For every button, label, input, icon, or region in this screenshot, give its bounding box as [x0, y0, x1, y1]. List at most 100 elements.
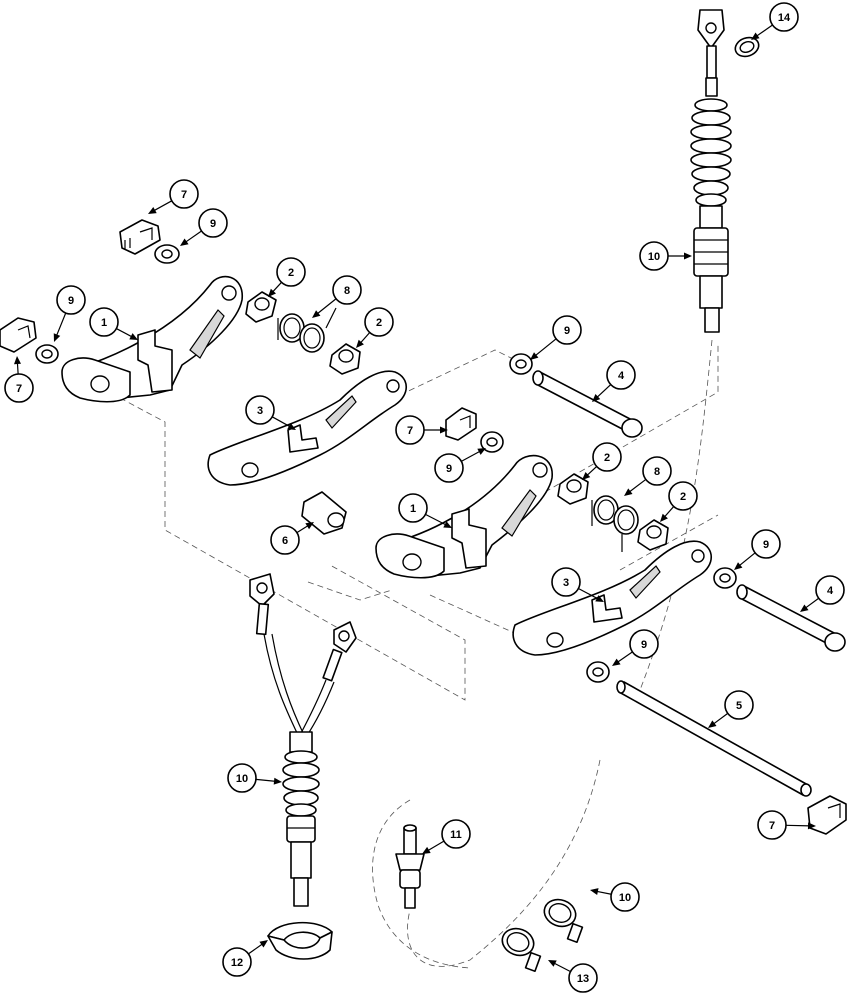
callout-leader-line — [712, 712, 729, 725]
callout-number: 2 — [288, 267, 294, 279]
control-cable-upper — [690, 9, 732, 333]
callout-circle — [642, 456, 672, 486]
callout-circle — [245, 395, 275, 425]
callout-circle — [551, 567, 581, 597]
callout-6: 6 — [270, 522, 314, 555]
hose-clamp — [543, 898, 584, 944]
callout-circle — [552, 315, 582, 345]
callout-leader-line — [359, 332, 371, 344]
callout-arrowhead — [708, 720, 717, 728]
callout-arrowhead — [273, 777, 282, 785]
callout-7: 7 — [395, 415, 448, 445]
callout-leader-line — [55, 312, 67, 337]
callout-10: 10 — [639, 241, 692, 271]
callout-leader-line — [755, 24, 773, 38]
callout-10: 10 — [227, 763, 282, 793]
callout-2: 2 — [268, 257, 306, 297]
callout-circle — [270, 525, 300, 555]
callout-9: 9 — [530, 315, 582, 360]
selector-shaft — [616, 680, 812, 797]
control-cable-lower — [249, 573, 357, 907]
callout-leader-line — [271, 281, 282, 293]
callout-leader-line — [316, 298, 337, 315]
callout-number: 11 — [450, 829, 462, 841]
callout-circle — [606, 360, 636, 390]
callout-circle — [668, 481, 698, 511]
cable-boot-bellows — [690, 98, 732, 207]
callout-arrowhead — [305, 522, 314, 530]
bushing — [245, 291, 277, 323]
callout-number: 2 — [376, 317, 382, 329]
callout-circle — [169, 179, 199, 209]
callout-number: 7 — [407, 425, 413, 437]
callout-number: 13 — [577, 973, 589, 985]
callout-number: 9 — [446, 463, 452, 475]
callout-leader-line — [595, 890, 612, 895]
callout-number: 10 — [619, 892, 631, 904]
callout-circle — [757, 810, 787, 840]
callout-7: 7 — [4, 356, 34, 403]
callout-arrowhead — [422, 846, 431, 854]
callout-circle — [441, 819, 471, 849]
callout-2: 2 — [356, 307, 394, 348]
callout-number: 2 — [604, 452, 610, 464]
callout-circle — [4, 373, 34, 403]
callout-3: 3 — [245, 395, 296, 430]
callout-leader-line — [578, 587, 599, 600]
callout-arrowhead — [800, 604, 809, 612]
callout-2: 2 — [582, 442, 622, 480]
callout-arrowhead — [443, 521, 452, 528]
callout-5: 5 — [708, 690, 754, 728]
callout-number: 8 — [344, 285, 350, 297]
callout-leader-line — [628, 478, 647, 493]
callout-14: 14 — [751, 2, 799, 40]
callout-leader-line — [553, 962, 571, 973]
callout-9: 9 — [434, 448, 486, 483]
callout-circle — [398, 493, 428, 523]
callout-8: 8 — [312, 275, 362, 318]
callout-leader-line — [426, 840, 445, 852]
callout-circle — [639, 241, 669, 271]
hose-clamp — [501, 927, 542, 973]
callout-arrowhead — [530, 352, 539, 360]
callout-8: 8 — [624, 456, 672, 496]
callout-leader-line — [616, 651, 633, 664]
callout-arrowhead — [14, 356, 21, 365]
callout-circle — [592, 442, 622, 472]
callout-number: 10 — [648, 251, 660, 263]
callout-circle — [568, 963, 598, 993]
callout-arrowhead — [612, 658, 621, 666]
callout-13: 13 — [548, 960, 598, 993]
callout-number: 7 — [769, 820, 775, 832]
callout-circle — [332, 275, 362, 305]
callout-arrowhead — [180, 238, 189, 246]
callout-number: 2 — [680, 491, 686, 503]
callout-circle — [198, 208, 228, 238]
callout-leader-line — [663, 506, 675, 518]
callout-circle — [769, 2, 799, 32]
callout-number: 5 — [736, 700, 742, 712]
callout-number: 9 — [68, 295, 74, 307]
callout-circle — [276, 257, 306, 287]
callout-arrowhead — [356, 339, 364, 348]
selector-lever-lower — [512, 540, 713, 656]
callout-number: 3 — [563, 577, 569, 589]
pivot-pin-lower — [736, 584, 846, 652]
callout-number: 9 — [210, 218, 216, 230]
lever-arm-lower — [375, 454, 553, 579]
callout-12: 12 — [222, 940, 268, 977]
cable-boot-bellows — [282, 750, 320, 817]
torsion-spring — [277, 307, 337, 353]
bushing — [557, 473, 589, 505]
callout-number: 14 — [778, 12, 791, 24]
callout-leader-line — [586, 466, 598, 477]
callout-number: 4 — [827, 585, 834, 597]
callout-9: 9 — [734, 529, 781, 570]
callout-arrowhead — [590, 888, 599, 896]
callout-leader-line — [271, 416, 292, 428]
callout-number: 9 — [763, 539, 769, 551]
callout-circle — [434, 453, 464, 483]
pivot-pin-upper — [532, 370, 643, 438]
